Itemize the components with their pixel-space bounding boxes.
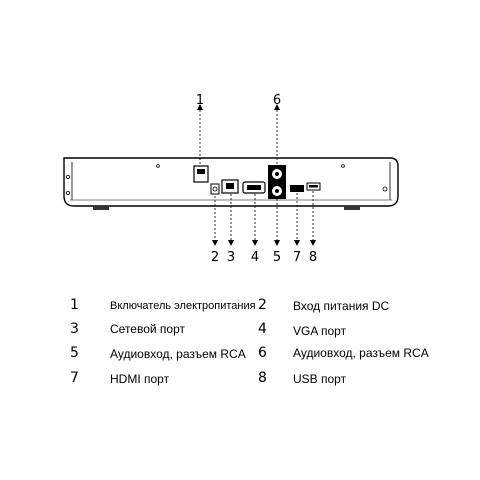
legend-label: HDMI порт [110,372,170,386]
legend-label: Аудиовход, разъем RCA [110,347,246,361]
legend-number: 4 [258,321,267,337]
legend-label: Сетевой порт [110,322,186,336]
callout-lines [199,110,314,244]
callout-2: 2 [211,250,219,265]
callout-7: 7 [293,250,301,265]
network-port-icon [221,179,239,194]
legend-number: 6 [258,345,267,361]
legend-number: 2 [258,297,267,313]
legend-number: 1 [70,297,79,313]
legend-label: Включатель электропитания [110,300,256,312]
callout-3: 3 [227,250,235,265]
legend-label: USB порт [293,372,347,386]
callout-arrows [197,104,316,246]
legend-label: Аудиовход, разъем RCA [293,346,429,360]
callout-5: 5 [273,250,281,265]
legend-number: 7 [70,370,79,386]
legend-label: Вход питания DC [293,299,390,313]
dc-input-port-icon [210,183,220,195]
callout-1: 1 [196,93,204,108]
callout-6: 6 [273,93,281,108]
callout-8: 8 [309,250,317,265]
usb-port-icon [306,182,321,191]
legend-number: 5 [70,345,79,361]
legend-label: VGA порт [293,324,347,338]
legend-number: 8 [258,370,267,386]
power-switch-icon [193,165,209,183]
callout-4: 4 [251,250,259,265]
audio-rca-ports-icon [268,165,286,199]
hdmi-port-icon [290,185,304,192]
legend-number: 3 [70,321,79,337]
vga-port-icon [242,181,266,194]
